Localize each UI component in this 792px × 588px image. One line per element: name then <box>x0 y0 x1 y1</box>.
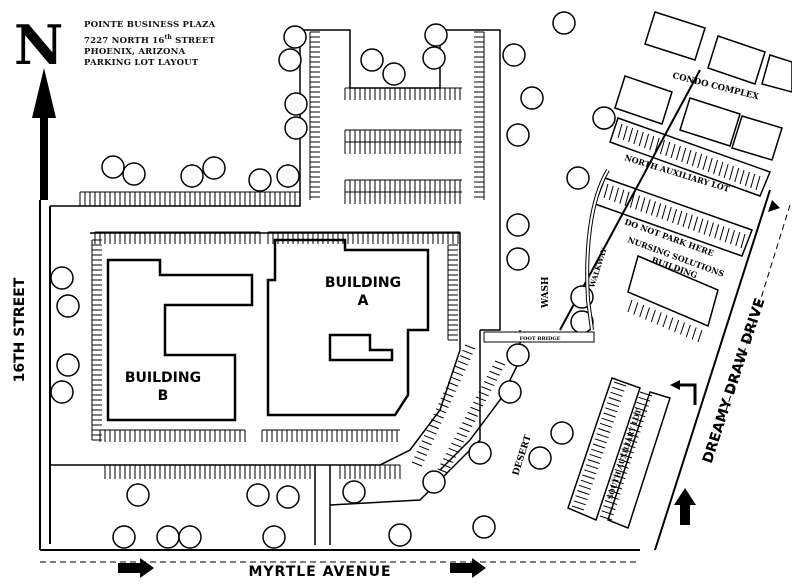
tree-icon <box>276 485 300 509</box>
tree-icon <box>101 155 125 179</box>
tree-icon <box>246 483 270 507</box>
tree-icon <box>178 525 202 549</box>
building-a-letter: A <box>358 293 369 309</box>
street-dreamy-draw-label: DREAMY DRAW DRIVE <box>700 296 769 465</box>
north-indicator: N <box>14 13 64 77</box>
turn-arrow-icon <box>680 383 697 405</box>
building-a-label: BUILDING <box>325 275 401 291</box>
foot-bridge-label: FOOT BRIDGE <box>520 336 561 342</box>
map-subtitle: PARKING LOT LAYOUT <box>84 58 199 69</box>
foot-bridge <box>483 331 595 343</box>
tree-icon <box>50 380 74 404</box>
tree-icon <box>50 266 74 290</box>
tree-icon <box>262 525 286 549</box>
plaza-address: 7227 NORTH 16th STREET <box>84 33 216 46</box>
tree-icon <box>360 48 384 72</box>
tree-icon <box>56 353 80 377</box>
tree-icon <box>468 441 492 465</box>
tree-icon <box>528 446 552 470</box>
tree-icon <box>422 46 446 70</box>
tree-icon <box>126 483 150 507</box>
tree-icon <box>502 43 526 67</box>
tree-icon <box>342 480 366 504</box>
building-b-letter: B <box>158 388 169 404</box>
tree-icon <box>506 247 530 271</box>
south-auxiliary-lot <box>567 377 671 529</box>
street-16th-label: 16TH STREET <box>12 277 28 382</box>
tree-icon <box>248 168 272 192</box>
north-arrow-icon <box>32 68 56 200</box>
building-a-outline <box>266 238 430 417</box>
tree-icon <box>283 25 307 49</box>
walkway-label: WALKWAY <box>587 246 609 290</box>
tree-icon <box>498 380 522 404</box>
nursing-solutions-building <box>627 254 719 328</box>
tree-icon <box>422 470 446 494</box>
tree-icon <box>550 421 574 445</box>
street-myrtle-label: MYRTLE AVENUE <box>248 564 391 580</box>
tree-icon <box>156 525 180 549</box>
tree-icon <box>592 106 616 130</box>
tree-icon <box>122 162 146 186</box>
tree-icon <box>382 62 406 86</box>
tree-icon <box>520 86 544 110</box>
tree-icon <box>202 156 226 180</box>
north-auxiliary-lot <box>594 117 771 257</box>
tree-icon <box>112 525 136 549</box>
building-b-outline <box>106 258 254 422</box>
wash-label: WASH <box>541 276 551 309</box>
plaza-info-block: POINTE BUSINESS PLAZA 7227 NORTH 16th ST… <box>84 20 215 70</box>
tree-icon <box>388 523 412 547</box>
tree-icon <box>284 116 308 140</box>
tree-icon <box>566 166 590 190</box>
building-b-label: BUILDING <box>125 370 201 386</box>
traffic-arrow-icons <box>118 200 780 578</box>
tree-icon <box>506 123 530 147</box>
tree-icon <box>472 515 496 539</box>
plaza-name: POINTE BUSINESS PLAZA <box>84 20 216 30</box>
tree-icon <box>506 213 530 237</box>
tree-icon <box>424 23 448 47</box>
tree-icon <box>284 92 308 116</box>
tree-icon <box>56 294 80 318</box>
plaza-city: PHOENIX, ARIZONA <box>84 46 186 57</box>
tree-icon <box>278 48 302 72</box>
tree-icon <box>276 164 300 188</box>
condo-blocks <box>614 11 792 161</box>
tree-icon <box>506 343 530 367</box>
parking-stalls <box>79 31 761 521</box>
tree-icon <box>552 11 576 35</box>
trees <box>50 11 616 549</box>
tree-icon <box>180 164 204 188</box>
